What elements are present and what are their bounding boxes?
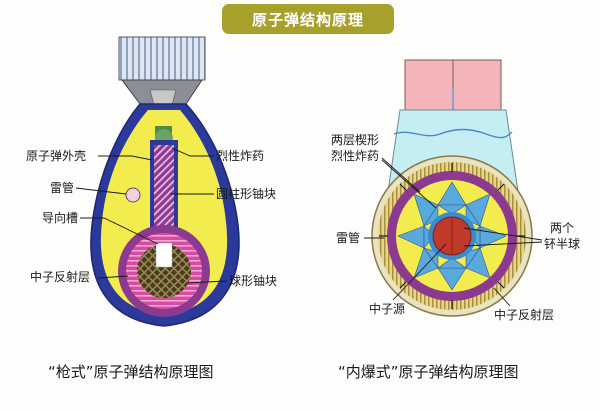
leader-imp-source [392, 243, 447, 301]
title-banner: 原子弹结构原理 [222, 4, 394, 34]
leader-imp-hemi-b [463, 241, 543, 247]
leader-gun-reflector [97, 275, 129, 279]
label-imp-wedge-1: 两层楔形 [331, 133, 379, 147]
leader-imp-wedge-b [381, 159, 437, 209]
gun-uranium-sphere [137, 244, 191, 298]
leader-gun-guide [80, 217, 159, 245]
gun-tail-fins [118, 36, 206, 81]
caption-implosion: “内爆式”原子弹结构原理图 [338, 363, 519, 381]
gun-uranium-cylinder [154, 145, 174, 230]
label-imp-hemi-1: 两个 [550, 221, 574, 235]
caption-gun: “枪式”原子弹结构原理图 [48, 363, 214, 381]
label-imp-reflector: 中子反射层 [494, 307, 554, 322]
label-gun-sphere: 球形铀块 [229, 274, 277, 288]
label-gun-detonator: 雷管 [50, 180, 74, 195]
gun-labels: 原子弹外壳 雷管 导向槽 中子反射层 烈性炸药 圆柱形铀块 球形铀块 [26, 147, 277, 288]
label-gun-guide: 导向槽 [42, 210, 78, 225]
leader-gun-explosive [171, 147, 214, 157]
label-imp-hemi-2: 钚半球 [544, 237, 580, 251]
leader-gun-detonator [75, 187, 127, 195]
gun-guide-channel [155, 242, 173, 268]
label-gun-cylinder: 圆柱形铀块 [216, 186, 276, 201]
leader-gun-sphere [185, 280, 228, 284]
leader-imp-hemi-a [463, 227, 543, 241]
leader-imp-wedge-a [381, 157, 421, 193]
implosion-labels: 两层楔形 烈性炸药 雷管 两个 钚半球 中子源 中子反射层 [331, 133, 580, 322]
implosion-type-bomb [371, 59, 533, 317]
label-imp-wedge-2: 烈性炸药 [331, 149, 379, 163]
label-imp-source: 中子源 [369, 301, 405, 316]
gun-detonator [125, 187, 141, 203]
label-imp-detonator: 雷管 [336, 230, 360, 245]
leader-gun-casing [98, 155, 153, 161]
leader-imp-reflector [493, 287, 511, 307]
label-gun-reflector: 中子反射层 [30, 269, 90, 284]
label-gun-casing: 原子弹外壳 [26, 149, 86, 163]
gun-type-bomb [90, 36, 240, 327]
label-gun-explosive: 烈性炸药 [216, 149, 264, 163]
implosion-detonators [379, 163, 525, 309]
